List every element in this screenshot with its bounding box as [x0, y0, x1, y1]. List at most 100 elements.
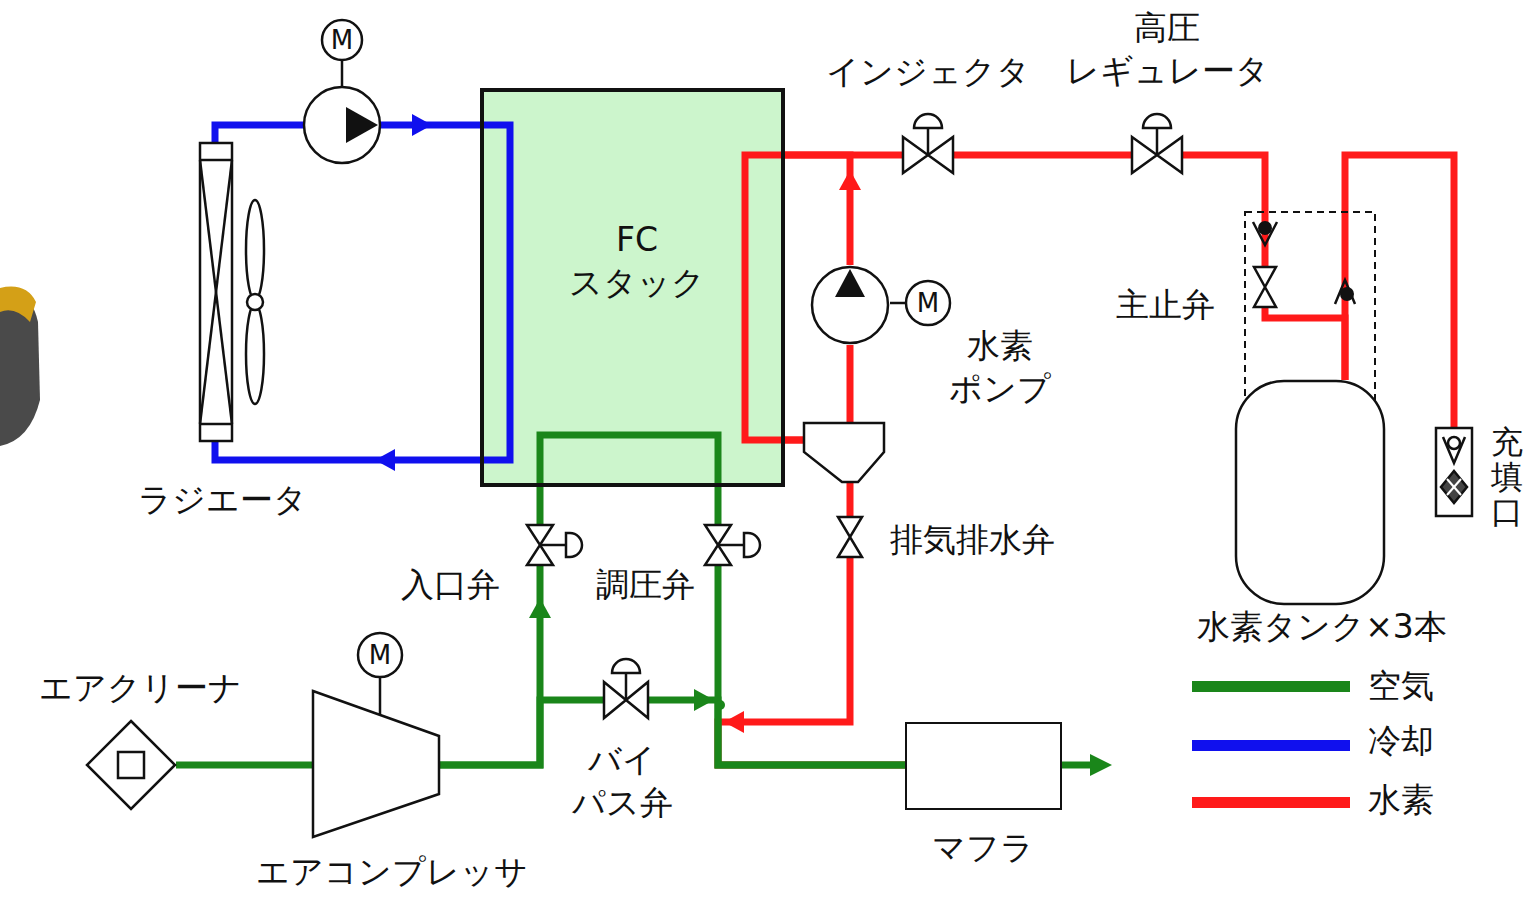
arrowhead [839, 170, 861, 190]
pipe-line [718, 566, 905, 765]
pipe-connector [540, 487, 541, 524]
motor-shaft [379, 677, 382, 714]
radiator-symbol: ラジエータ [198, 142, 270, 442]
hydrogen-tank-shape [1235, 380, 1385, 605]
legend-text: 冷却 [1368, 720, 1434, 763]
radiator-tank-line [200, 159, 232, 162]
pipe-connector [1265, 308, 1345, 380]
component-label: 水素タンク×3本 [1197, 606, 1447, 649]
stack-fill [480, 88, 785, 487]
air-cleaner: エアクリーナ [86, 720, 176, 810]
fan-blade [246, 304, 264, 404]
actuator-head [744, 533, 760, 557]
pipe-line [954, 152, 1131, 159]
air-passage [540, 435, 718, 487]
motor-label: M [369, 641, 391, 670]
regulator-valve-shape [1131, 100, 1183, 176]
pipe-line [440, 700, 603, 765]
air-compressor-shape [312, 690, 440, 838]
motor-shaft [890, 302, 906, 305]
pipe-connector [440, 700, 603, 765]
fuel-cell-stack: FC スタック [480, 88, 785, 487]
exhaust-outlet [1062, 762, 1092, 769]
pipe-line [537, 487, 544, 524]
pipe-line [785, 155, 850, 265]
tank-body [1236, 381, 1384, 604]
pipe-line [649, 700, 905, 765]
pipe-line [1345, 155, 1454, 427]
purge-drain-valve: 排気排水弁 [837, 516, 863, 558]
legend-swatch [1192, 797, 1350, 808]
hydrogen-passage [745, 155, 785, 440]
component-label: 水素 ポンプ [949, 325, 1051, 411]
check-valve-symbol [1443, 437, 1465, 463]
pump-triangle [346, 107, 378, 143]
actuator-head [914, 114, 942, 128]
coolant-pump-symbol [304, 87, 380, 163]
motor-symbol [358, 633, 402, 677]
purge-drain-valve-shape [837, 516, 863, 558]
coolant-passage [480, 125, 510, 460]
inlet-valve-shape [526, 524, 582, 566]
component-label: 主止弁 [1116, 284, 1215, 327]
pipe-connector [718, 487, 719, 524]
arrowhead [529, 598, 551, 618]
pipe-line [715, 487, 722, 524]
pipe-connector [215, 442, 480, 471]
pump-body [812, 267, 888, 343]
port-body [1436, 428, 1472, 516]
component-label: マフラ [932, 827, 1034, 870]
muffler-box: マフラ [905, 722, 1062, 810]
valve-body [705, 525, 731, 565]
radiator-tank-line [200, 423, 232, 426]
pressure-valve-shape [704, 524, 760, 566]
pipe-line [215, 442, 480, 460]
pipe-line [176, 762, 312, 769]
valve-body [1254, 267, 1276, 307]
bypass-valve-shape [603, 655, 649, 719]
fan-blade [246, 200, 264, 300]
pressure-valve: 調圧弁 [704, 524, 760, 566]
actuator-head [566, 533, 582, 557]
actuator-stem [927, 128, 930, 155]
coupler-check [1447, 479, 1461, 495]
main-stop-valve-shape [1253, 266, 1277, 308]
separator-symbol [804, 423, 884, 482]
pump-triangle [835, 269, 865, 297]
pipe-connector [954, 155, 1131, 156]
inlet-valve: 入口弁 [526, 524, 582, 566]
motor-label: M [917, 289, 939, 318]
actuator-stem [1156, 128, 1159, 155]
component-label: バイ パス弁 [572, 739, 673, 825]
component-label: 高圧 レギュレータ [1066, 7, 1269, 93]
component-label: 調圧弁 [596, 564, 695, 607]
motor-shaft [341, 60, 344, 87]
engine-photo-edge [0, 287, 36, 322]
injector-valve: インジェクタ [902, 100, 954, 176]
check-valve-ball [1448, 437, 1460, 449]
coupler-diamond [1441, 471, 1467, 503]
component-label: FC スタック [569, 219, 705, 305]
valve-body [903, 137, 953, 173]
check-valve-symbol [1335, 280, 1355, 304]
valve-body [604, 682, 648, 718]
component-label: 排気排水弁 [890, 519, 1055, 562]
pipe-connector [1345, 155, 1454, 427]
component-label: インジェクタ [826, 51, 1030, 94]
component-label: エアクリーナ [39, 667, 242, 710]
bypass-valve: バイ パス弁 [603, 655, 649, 719]
hydrogen-pump-shape [810, 265, 890, 345]
valve-body [838, 517, 862, 557]
motor-label: M [331, 26, 353, 55]
air-cleaner-shape [86, 720, 176, 810]
injector-valve-shape [902, 100, 954, 176]
check-valve-ball [1340, 287, 1354, 301]
junction-dot [715, 700, 725, 710]
radiator-cross [200, 160, 232, 424]
filling-port: 充填口 [1435, 427, 1473, 517]
arrowhead [724, 711, 744, 733]
actuator-head [612, 659, 640, 673]
fan-hub [247, 294, 263, 310]
arrowhead [375, 449, 395, 471]
